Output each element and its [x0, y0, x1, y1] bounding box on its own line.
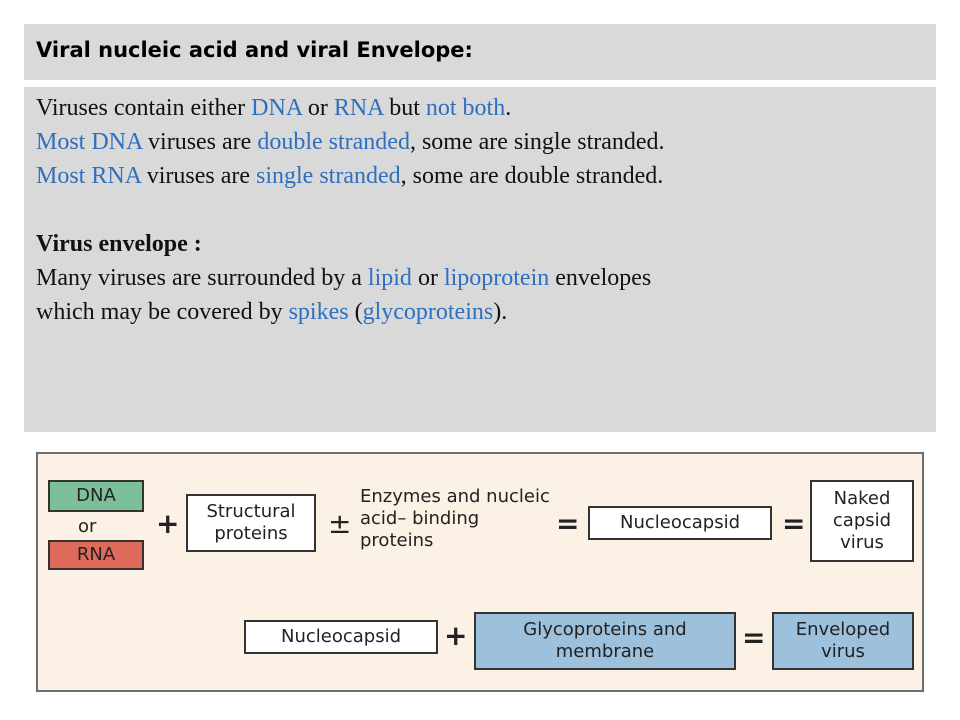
nucleocapsid-box: Nucleocapsid: [588, 506, 772, 540]
text-segment: which may be covered by: [36, 299, 289, 325]
equals-sign: =: [782, 507, 806, 540]
body-text: Viruses contain either DNA or RNA but no…: [24, 87, 936, 432]
text-segment: , some are single stranded.: [409, 129, 665, 155]
text-segment: or: [301, 95, 334, 121]
highlighted-term: lipoprotein: [443, 265, 550, 291]
equals-sign: =: [742, 621, 766, 654]
equals-sign: =: [556, 507, 580, 540]
body-line: Most RNA viruses are single stranded, so…: [36, 159, 936, 193]
highlighted-term: double stranded: [257, 129, 410, 155]
highlighted-term: DNA: [251, 95, 302, 121]
structural-proteins-box: Structural proteins: [186, 494, 316, 552]
body-line: Most DNA viruses are double stranded, so…: [36, 125, 936, 159]
highlighted-term: glycoproteins: [362, 299, 494, 325]
enveloped-virus-box: Enveloped virus: [772, 612, 914, 670]
plus-sign: +: [156, 507, 180, 540]
highlighted-term: not both: [425, 95, 506, 121]
plus-sign: +: [444, 619, 468, 652]
text-segment: .: [505, 95, 512, 121]
body-line: Virus envelope :: [36, 227, 936, 261]
or-label: or: [78, 516, 97, 537]
body-line: Many viruses are surrounded by a lipid o…: [36, 261, 936, 295]
text-segment: Viruses contain either: [36, 95, 252, 121]
nucleocapsid-box: Nucleocapsid: [244, 620, 438, 654]
text-segment: , some are double stranded.: [400, 163, 664, 189]
plus-minus-sign: ±: [328, 507, 352, 540]
blank-line: [36, 193, 936, 227]
glycoproteins-membrane-box: Glycoproteins and membrane: [474, 612, 736, 670]
highlighted-term: RNA: [333, 95, 384, 121]
dna-box: DNA: [48, 480, 144, 512]
text-segment: ).: [493, 299, 508, 325]
text-segment: viruses are: [142, 129, 258, 155]
text-segment: or: [411, 265, 444, 291]
body-line: Viruses contain either DNA or RNA but no…: [36, 91, 936, 125]
text-segment: Virus envelope :: [36, 231, 202, 257]
highlighted-term: lipid: [367, 265, 412, 291]
highlighted-term: single stranded: [256, 163, 401, 189]
text-segment: envelopes: [549, 265, 652, 291]
highlighted-term: spikes: [288, 299, 349, 325]
slide-title: Viral nucleic acid and viral Envelope:: [24, 24, 936, 80]
text-segment: Many viruses are surrounded by a: [36, 265, 368, 291]
highlighted-term: Most DNA: [36, 129, 143, 155]
text-segment: (: [348, 299, 363, 325]
enzymes-label: Enzymes and nucleic acid– binding protei…: [360, 486, 550, 551]
rna-box: RNA: [48, 540, 144, 570]
highlighted-term: Most RNA: [36, 163, 141, 189]
text-segment: viruses are: [140, 163, 256, 189]
virus-structure-diagram: DNA or RNA + Structural proteins ± Enzym…: [36, 452, 924, 692]
text-segment: but: [383, 95, 426, 121]
body-line: which may be covered by spikes (glycopro…: [36, 295, 936, 329]
naked-capsid-virus-box: Naked capsid virus: [810, 480, 914, 562]
